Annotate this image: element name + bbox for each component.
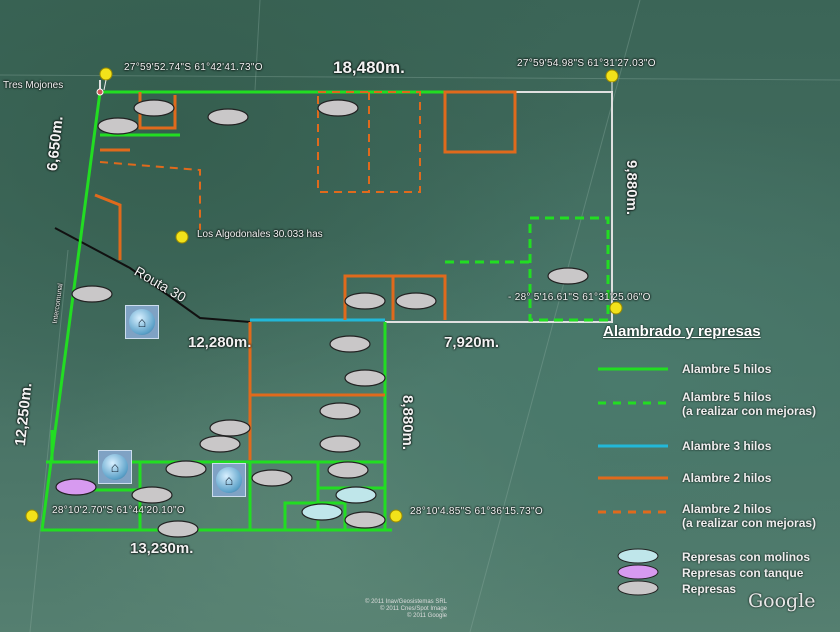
represas [71, 99, 589, 538]
house-icon[interactable]: ⌂ [98, 450, 132, 484]
map-attribution: © 2011 Inav/Geosistemas SRL © 2011 Cnes/… [365, 599, 447, 620]
pin-icon [605, 69, 619, 92]
legend-title: Alambrado y represas [603, 323, 761, 340]
legend-item: Alambre 2 hilos [682, 471, 771, 485]
coordinate-label: 27°59'52.74"S 61°42'41.73"O [124, 62, 263, 73]
legend-label: Alambre 5 hilos [682, 390, 772, 404]
legend-represas-tanque: Represas con tanque [682, 566, 804, 580]
pin-icon [25, 509, 39, 523]
legend-label: Alambre 3 hilos [682, 439, 772, 453]
legend-label: Alambre 5 hilos [682, 362, 772, 376]
location-pins [25, 67, 623, 523]
coordinate-label: 27°59'54.98"S 61°31'27.03"O [517, 58, 656, 69]
legend-represas: Represas con molinos Represas con tanque… [682, 549, 810, 597]
coordinate-label: 28°10'4.85"S 61°36'15.73"O [410, 506, 543, 517]
pin-icon [389, 509, 403, 523]
distance-middle-left: 12,280m. [188, 334, 252, 351]
pin-icon [175, 230, 189, 244]
coordinate-label: - 28° 5'16.61"S 61°31'25.06"O [508, 292, 651, 303]
distance-right-upper: 9,880m. [623, 160, 640, 216]
legend-item: Alambre 3 hilos [682, 439, 771, 453]
distance-top: 18,480m. [333, 58, 405, 77]
distance-bottom: 13,230m. [130, 540, 194, 557]
legend-represas-molinos: Represas con molinos [682, 550, 811, 564]
house-icon[interactable]: ⌂ [212, 463, 246, 497]
represa-con-tanque [55, 478, 97, 496]
alambre-5-hilos-mejoras-lines [445, 216, 610, 322]
house-icon[interactable]: ⌂ [125, 305, 159, 339]
attribution-line: © 2011 Google [407, 613, 448, 619]
legend-represas-plain: Represas [682, 582, 737, 596]
legend-item: Alambre 5 hilos(a realizar con mejoras) [682, 390, 816, 418]
distance-right-lower: 8,880m. [399, 395, 416, 451]
tres-mojones-marker [96, 88, 104, 96]
alambre-2-hilos-mejoras-lines [99, 91, 421, 230]
route-30-road [54, 227, 251, 323]
legend-sublabel: (a realizar con mejoras) [682, 516, 817, 530]
legend-sublabel: (a realizar con mejoras) [682, 404, 817, 418]
attribution-line: © 2011 Inav/Geosistemas SRL [365, 599, 448, 605]
place-los-algodonales: Los Algodonales 30.033 has [197, 229, 323, 240]
place-tres-mojones: Tres Mojones [3, 80, 64, 91]
coordinate-label: 28°10'2.70"S 61°44'20.10"O [52, 505, 185, 516]
google-logo: Google [748, 590, 816, 612]
legend-label: Alambre 2 hilos [682, 502, 772, 516]
legend-label: Alambre 2 hilos [682, 471, 772, 485]
attribution-line: © 2011 Cnes/Spot Image [380, 606, 448, 612]
legend-item: Alambre 2 hilos(a realizar con mejoras) [682, 502, 816, 530]
represas-con-molinos [301, 486, 377, 521]
pin-icon [609, 301, 623, 315]
distance-middle-right: 7,920m. [444, 334, 500, 351]
legend-swatches [598, 367, 668, 596]
pin-icon [99, 67, 113, 91]
legend-item: Alambre 5 hilos [682, 362, 771, 376]
